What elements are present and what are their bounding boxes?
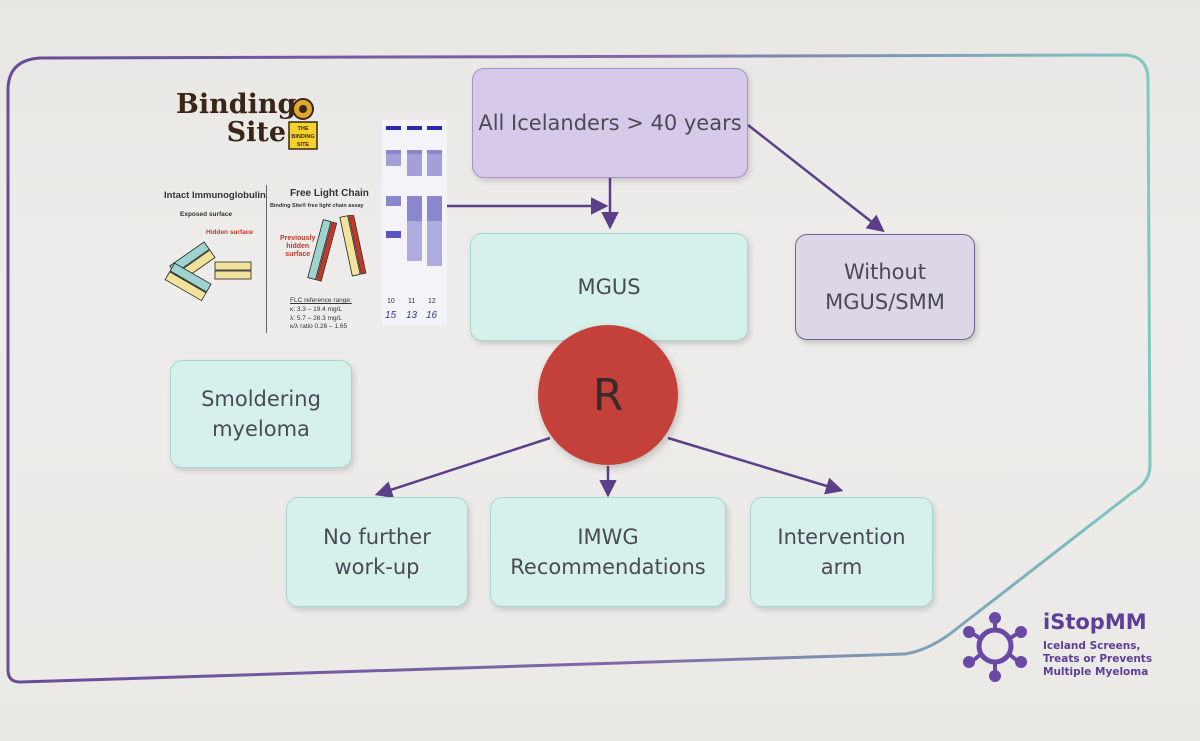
logo-line: Binding (176, 89, 297, 120)
flc-heading: Free Light Chain (290, 188, 369, 199)
arrows (374, 124, 885, 498)
previously-line: surface (285, 251, 311, 259)
ref-line: λ: 5.7 – 26.3 mg/L (290, 314, 343, 322)
badge-text: THE (298, 126, 309, 132)
randomization-label: R (592, 369, 624, 421)
arm-label-line: Intervention (777, 524, 906, 549)
badge-text: SITE (297, 142, 310, 148)
ref-title: FLC reference range: (290, 297, 352, 304)
gel-number: 12 (428, 298, 436, 305)
istopmm-title: iStopMM (1043, 610, 1147, 634)
gel-number: 11 (408, 298, 416, 305)
randomization-circle: R (538, 325, 678, 465)
smoldering-label-line: Smoldering (201, 386, 321, 411)
previously-line: Previously (280, 235, 316, 242)
divider (266, 185, 267, 333)
badge-text: BINDING (291, 134, 314, 140)
electrophoresis-gel-image: 10 11 12 15 13 16 (382, 120, 447, 325)
ref-line: κ/λ ratio 0.26 – 1.65 (290, 323, 348, 331)
gel-number: 10 (387, 298, 395, 305)
binding-site-badge-icon: THE BINDING SITE (288, 98, 318, 150)
free-light-chain-illustration (307, 215, 367, 282)
smoldering-myeloma-box: Smoldering myeloma (170, 360, 352, 468)
without-mgus-box: Without MGUS/SMM (795, 234, 975, 340)
arrow-r-to-intervention (667, 436, 844, 495)
flc-reference: FLC reference range: κ: 3.3 – 19.4 mg/L … (290, 297, 352, 332)
imwg-recommendations-box: IMWG Recommendations (490, 497, 726, 607)
gel-handwritten: 13 (406, 310, 418, 321)
without-label-line: MGUS/SMM (825, 290, 945, 314)
flc-subheading: Binding Site® free light chain assay (270, 203, 364, 209)
previously-hidden-label: Previously hidden surface (280, 235, 315, 259)
people-circle-icon (963, 612, 1027, 682)
smoldering-label-line: myeloma (212, 417, 310, 441)
gel-lane (386, 126, 401, 286)
exposed-label: Exposed surface (180, 211, 233, 218)
gel-lane (427, 126, 442, 306)
tagline-line: Multiple Myeloma (1043, 666, 1149, 679)
binding-site-panel: Binding Site THE BINDING SITE Intact Imm… (160, 85, 450, 340)
immunoglobulin-illustration (164, 241, 252, 302)
hidden-label: Hidden surface (206, 229, 253, 236)
logo-line: Site (226, 117, 286, 149)
arm-label-line: Recommendations (510, 555, 706, 579)
intact-heading: Intact Immunoglobulin (164, 190, 266, 201)
istopmm-logo: iStopMM Iceland Screens, Treats or Preve… (955, 610, 1155, 690)
gel-lane (407, 126, 422, 306)
tagline-line: Treats or Prevents (1043, 653, 1153, 666)
mgus-box: MGUS (470, 233, 748, 341)
all-icelanders-box: All Icelanders > 40 years (472, 68, 748, 178)
no-further-workup-box: No further work-up (286, 497, 468, 607)
intervention-arm-box: Intervention arm (750, 497, 933, 607)
arm-label-line: No further (323, 524, 431, 549)
arm-label-line: IMWG (577, 524, 639, 549)
arm-label-line: arm (820, 555, 863, 579)
arrow-top-to-without (747, 124, 885, 233)
gel-handwritten: 16 (426, 310, 438, 321)
istopmm-tagline: Iceland Screens, Treats or Prevents Mult… (1043, 640, 1152, 679)
arrow-r-to-no-further (374, 436, 551, 498)
arm-label-line: work-up (334, 555, 420, 579)
frame-outline (6, 53, 1152, 684)
all-icelanders-label: All Icelanders > 40 years (478, 110, 742, 135)
gel-handwritten: 15 (385, 310, 397, 321)
previously-line: hidden (286, 243, 310, 251)
tagline-line: Iceland Screens, (1043, 640, 1141, 652)
binding-site-logo-text: Binding Site (176, 89, 297, 149)
without-label-line: Without (843, 259, 927, 284)
ref-line: κ: 3.3 – 19.4 mg/L (290, 305, 343, 313)
mgus-label: MGUS (577, 274, 641, 299)
